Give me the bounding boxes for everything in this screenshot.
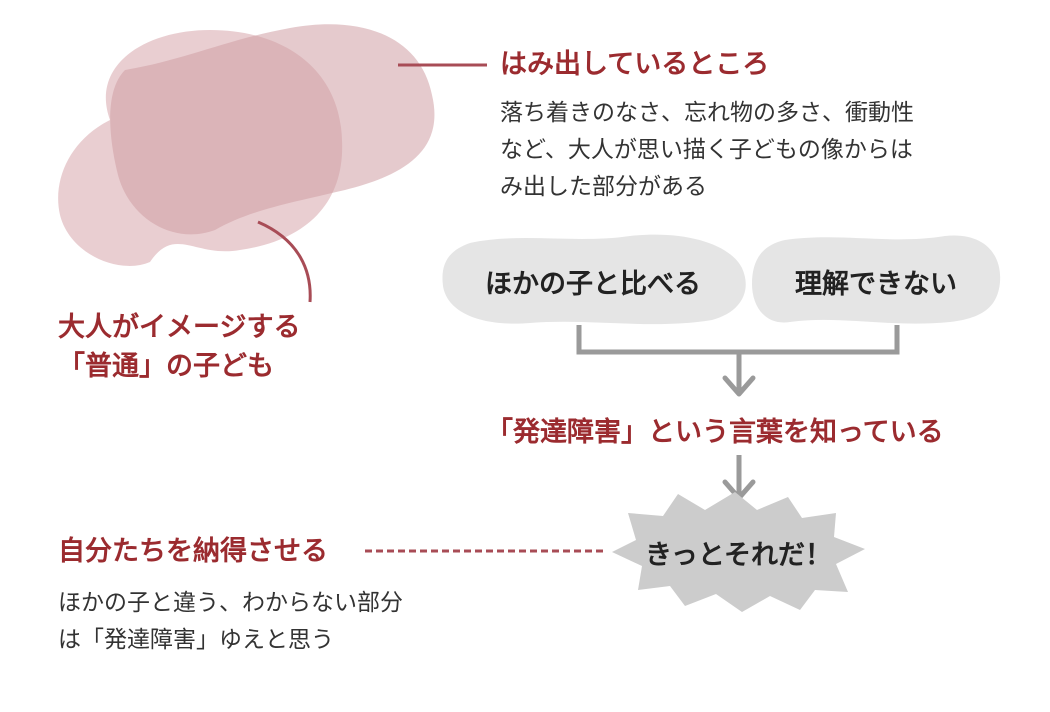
bracket-connector	[576, 325, 900, 355]
normal-child-label-line: 「普通」の子ども	[58, 351, 274, 383]
normal-child-connector-line	[257, 220, 312, 303]
convince-desc-line: ほかの子と違う、わからない部分	[58, 590, 403, 616]
overflow-desc-line: 落ち着きのなさ、忘れ物の多さ、衝動性	[500, 100, 914, 126]
knows-term-label: 「発達障害」という言葉を知っている	[486, 417, 944, 448]
overlapping-blob-shapes	[58, 24, 435, 266]
spiky-burst-shape	[612, 492, 865, 612]
bubble-cannot-understand-shape	[752, 235, 1001, 324]
bubble-compare-text: ほかの子と比べる	[485, 269, 701, 300]
normal-child-label: 大人がイメージする 「普通」の子ども	[58, 308, 300, 386]
overflow-desc-line: など、大人が思い描く子どもの像からは	[500, 136, 913, 163]
normal-child-label-line: 大人がイメージする	[58, 312, 301, 343]
bubble-cannot-understand-text: 理解できない	[795, 269, 957, 300]
overflow-desc-line: み出した部分がある	[500, 173, 707, 200]
bubble-compare-shape	[442, 234, 746, 325]
convince-label: 自分たちを納得させる	[58, 536, 328, 567]
convince-desc-line: は「発達障害」ゆえと思う	[58, 626, 334, 653]
overflow-label: はみ出しているところ	[500, 49, 770, 80]
overflow-description: 落ち着きのなさ、忘れ物の多さ、衝動性 など、大人が思い描く子どもの像からは み出…	[500, 95, 914, 205]
overflow-blob	[110, 24, 435, 235]
conclusion-text: きっとそれだ！	[644, 540, 833, 571]
arrow-down-icon	[722, 375, 756, 397]
convince-description: ほかの子と違う、わからない部分 は「発達障害」ゆえと思う	[58, 585, 403, 659]
